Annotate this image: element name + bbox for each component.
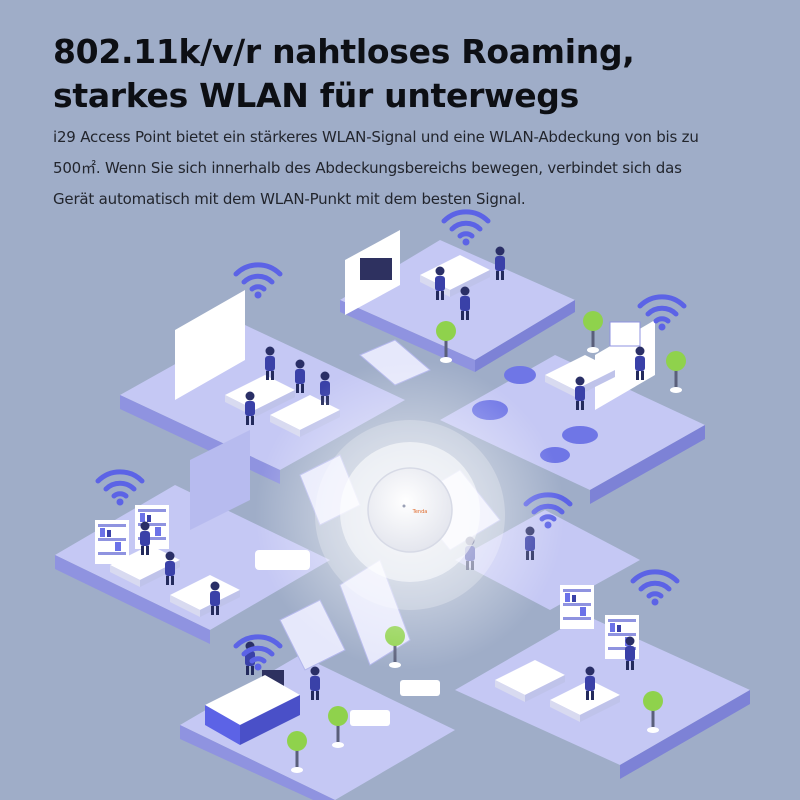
access-point-device [255,360,565,670]
description-line-1: i29 Access Point bietet ein stärkeres WL… [53,128,699,146]
description-line-3: Gerät automatisch mit dem WLAN-Punkt mit… [53,190,526,208]
headline: 802.11k/v/r nahtloses Roaming, starkes W… [53,30,773,118]
description: i29 Access Point bietet ein stärkeres WL… [53,122,773,215]
office-coverage-illustration: Tenda [55,200,750,800]
description-line-2: 500㎡. Wenn Sie sich innerhalb des Abdeck… [53,159,682,177]
headline-line-2: starkes WLAN für unterwegs [53,76,579,115]
headline-line-1: 802.11k/v/r nahtloses Roaming, [53,32,635,71]
access-point-brand-logo: Tenda [412,509,428,515]
